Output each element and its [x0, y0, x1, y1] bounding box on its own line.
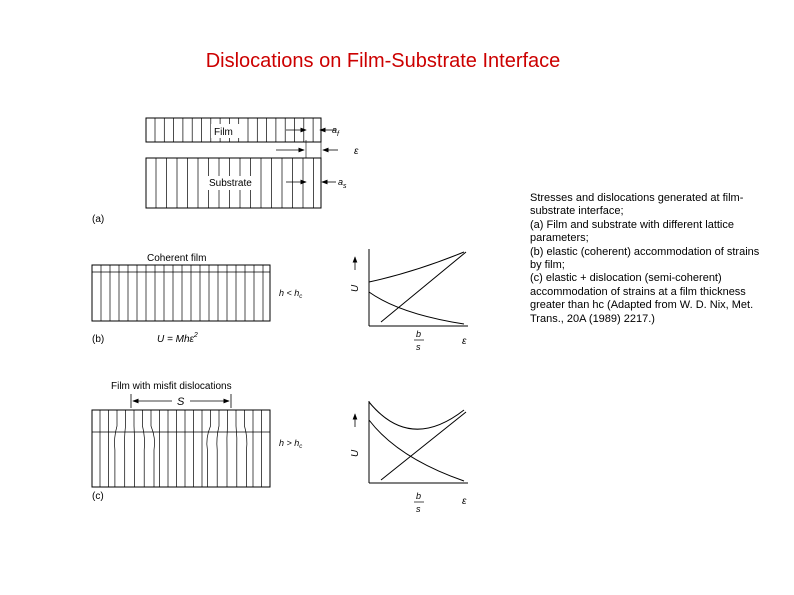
spacing-symbol: S	[177, 396, 185, 408]
graph-c-total-curve	[368, 401, 465, 430]
graph-c-elastic-curve	[368, 419, 465, 482]
panel-a: Film Substrate af ε as (a)	[92, 117, 359, 225]
misfit-lattice-line	[133, 410, 135, 487]
misfit-lattice-line	[114, 410, 118, 487]
graph-c-y-label: U	[350, 449, 361, 457]
caption-line-4: (c) elastic + dislocation (semi-coherent…	[530, 272, 754, 325]
graph-b-y-label: U	[350, 284, 361, 292]
panel-a-label: (a)	[92, 214, 104, 225]
graph-c-x-label: ε	[462, 496, 467, 507]
figure-caption: Stresses and dislocations generated at f…	[530, 192, 760, 326]
as-symbol: as	[338, 177, 347, 190]
graph-b-elastic-curve	[368, 291, 465, 325]
misfit-lattice-line	[124, 410, 126, 487]
substrate-label-bg	[206, 176, 260, 190]
misfit-lattice-line	[244, 410, 248, 487]
graph-b-total-curve	[368, 251, 465, 283]
film-label-bg	[211, 124, 241, 138]
misfit-lattice-line	[206, 410, 211, 487]
af-symbol: af	[332, 125, 340, 138]
graph-c-dislocation-line	[380, 411, 467, 481]
graph-b-dislocation-line	[380, 251, 467, 323]
misfit-lattice-line	[226, 410, 228, 487]
graph-c-s: s	[416, 504, 421, 514]
misfit-lattice-line	[142, 410, 145, 487]
film-label: Film	[214, 127, 233, 138]
graph-b-x-label: ε	[462, 336, 467, 347]
substrate-label: Substrate	[209, 178, 252, 189]
misfit-lattice-line	[150, 410, 155, 487]
coherent-lattice-lines	[100, 265, 264, 321]
misfit-lattice-lines	[99, 410, 262, 487]
misfit-lattice-line	[216, 410, 220, 487]
slide-title: Dislocations on Film-Substrate Interface	[205, 50, 561, 72]
panel-c-condition: h > hc	[279, 438, 302, 450]
graph-b-s: s	[416, 342, 421, 352]
caption-line-1: Stresses and dislocations generated at f…	[530, 192, 744, 218]
substrate-block	[145, 157, 322, 209]
panel-c-title: Film with misfit dislocations	[111, 381, 232, 392]
graph-c-b: b	[416, 491, 421, 501]
panel-b-title: Coherent film	[147, 253, 206, 264]
misfit-film-block	[91, 409, 271, 488]
coherent-film-block	[91, 264, 271, 322]
panel-c-label: (c)	[92, 491, 104, 502]
epsilon-symbol: ε	[354, 146, 359, 157]
panel-b-equation: U = Mhε2	[157, 332, 198, 345]
graph-b-b: b	[416, 329, 421, 339]
panel-c: Film with misfit dislocations S h > hc (…	[91, 381, 468, 514]
panel-b-condition: h < hc	[279, 288, 302, 300]
panel-b: Coherent film h < hc (b) U = Mhε2 U b s …	[91, 249, 468, 352]
panel-b-label: (b)	[92, 334, 104, 345]
caption-line-2: (a) Film and substrate with different la…	[530, 218, 734, 245]
caption-line-3: (b) elastic (coherent) accommodation of …	[530, 245, 760, 272]
misfit-lattice-line	[235, 410, 238, 487]
